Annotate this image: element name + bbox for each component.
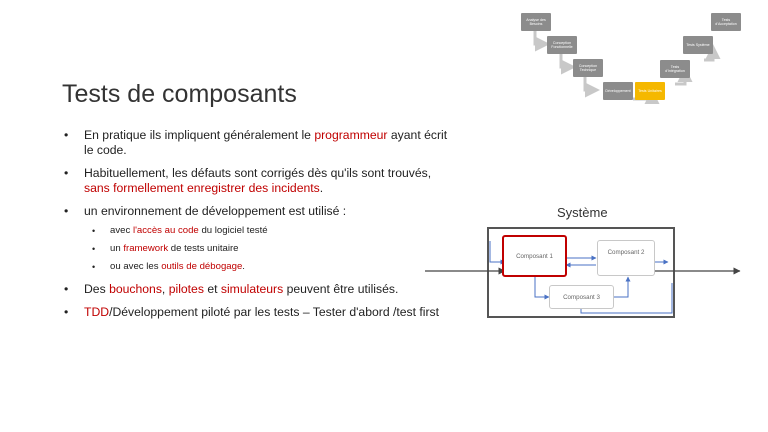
vmodel-arrow-3 (583, 76, 600, 98)
bullet-item: Des bouchons, pilotes et simulateurs peu… (62, 282, 452, 297)
sub-bullet-item: avec l'accès au code du logiciel testé (84, 225, 452, 237)
highlighted-text: TDD (84, 305, 110, 319)
highlighted-text: pilotes (168, 281, 204, 296)
component-3: Composant 3 (549, 285, 614, 309)
vmodel-box-analyse: Analyse des Besoins (521, 13, 551, 31)
vmodel-box-developpement: Développement (603, 82, 633, 100)
text-run: un (110, 242, 124, 254)
text-run: Habituellement, les défauts sont corrigé… (84, 166, 432, 180)
vmodel-arrow-6 (704, 44, 721, 62)
text-run: Des (84, 281, 110, 296)
text-run: . (319, 180, 324, 195)
text-run: avec (110, 224, 133, 236)
text-run: ayant écrit le code. (84, 128, 448, 157)
component-1: Composant 1 (502, 235, 567, 277)
vmodel-box-tests-acceptation: Tests d'Acceptation (711, 13, 741, 31)
text-run: et (203, 281, 221, 296)
text-run: de tests unitaire (168, 242, 239, 254)
highlighted-text: bouchons (109, 281, 162, 296)
highlighted-text: framework (123, 242, 169, 254)
connector-c3-frame (580, 283, 673, 314)
connector-c1-c3 (534, 277, 550, 300)
vmodel-box-tests-systeme: Tests Système (683, 36, 713, 54)
connector-frame-c1 (489, 241, 506, 265)
vmodel-box-tests-unitaires: Tests Unitaires (635, 82, 665, 100)
connector-c3-c2 (614, 276, 631, 298)
component-2-label: Composant 2 (607, 248, 645, 256)
text-run: En pratique ils impliquent généralement … (84, 128, 315, 142)
highlighted-text: programmeur (314, 128, 388, 142)
bullet-item: Habituellement, les défauts sont corrigé… (62, 166, 452, 195)
highlighted-text: simulateurs (220, 281, 284, 296)
text-run: un environnement de développement est ut… (84, 204, 347, 218)
text-run: . (242, 260, 245, 272)
system-frame (487, 227, 675, 318)
slide-title: Tests de composants (62, 80, 297, 108)
bullet-item: un environnement de développement est ut… (62, 204, 452, 273)
highlighted-text: sans formellement enregistrer des incide… (84, 180, 320, 195)
text-run: /Développement piloté par les tests – Te… (109, 305, 440, 319)
text-run: ou avec les (110, 260, 162, 272)
highlighted-text: l'accès au code (132, 224, 199, 236)
vmodel-box-conception-technique: Conception Technique (573, 59, 603, 77)
system-title: Système (557, 205, 608, 220)
sub-bullet-item: un framework de tests unitaire (84, 243, 452, 255)
text-run: peuvent être utilisés. (283, 281, 399, 296)
vmodel-arrow-2 (559, 53, 576, 75)
bullet-list: En pratique ils impliquent généralement … (62, 128, 452, 329)
text-run: , (161, 281, 169, 296)
vmodel-box-tests-integration: Tests d'Intégration (660, 60, 690, 78)
sub-bullet-list: avec l'accès au code du logiciel testé un… (84, 225, 452, 273)
bullet-item: En pratique ils impliquent généralement … (62, 128, 452, 157)
component-3-label: Composant 3 (563, 293, 600, 301)
sub-bullet-item: ou avec les outils de débogage. (84, 261, 452, 273)
vmodel-box-conception-fonctionnelle: Conception Fonctionnelle (547, 36, 577, 54)
vmodel-arrow-1 (533, 31, 550, 52)
bullet-item: TDD/Développement piloté par les tests –… (62, 305, 452, 320)
component-2: Composant 2 (597, 240, 655, 276)
component-1-label: Composant 1 (516, 252, 553, 260)
highlighted-text: outils de débogage (161, 260, 243, 272)
text-run: du logiciel testé (198, 224, 268, 236)
